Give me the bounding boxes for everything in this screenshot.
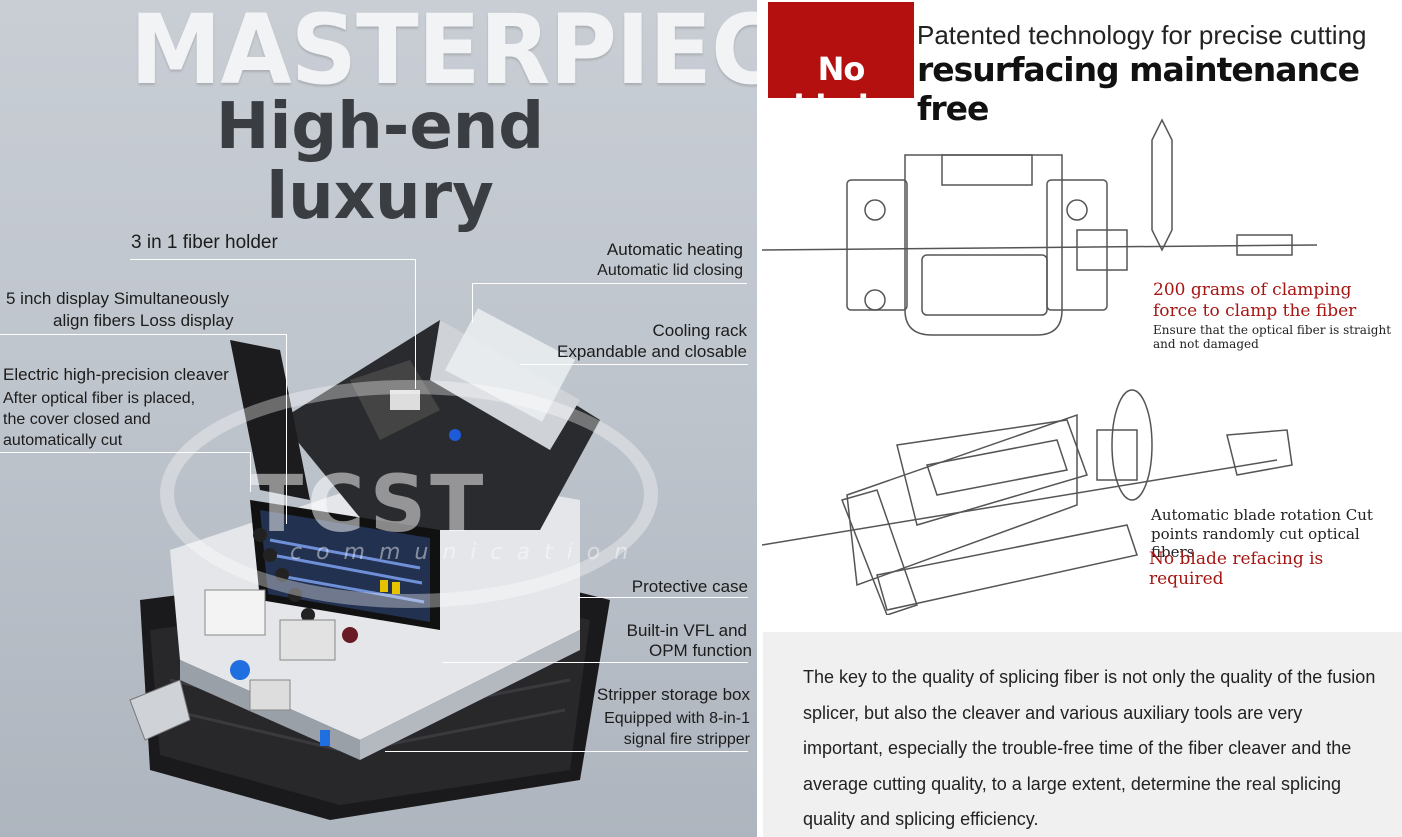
description-paragraph: The key to the quality of splicing fiber… [803, 667, 1376, 829]
callout-line [286, 334, 287, 524]
headline-subtitle: High-end luxury [215, 90, 545, 234]
callout-line [520, 364, 748, 365]
blade-line2: points randomly cut optical fibers [1151, 525, 1360, 561]
blade-diagram [761, 389, 1293, 615]
callout-heating-line2: Automatic lid closing [597, 262, 743, 279]
callout-line [0, 452, 250, 453]
callout-cleaver-line3: automatically cut [3, 432, 123, 449]
callout-display-line2: align fibers Loss display [53, 311, 234, 330]
badge-label: No blade [793, 50, 889, 126]
callout-vfl-line1: Built-in VFL and [626, 621, 747, 640]
callout-cleaver-line1: After optical fiber is placed, [3, 390, 196, 407]
patent-line: Patented technology for precise cutting [917, 20, 1367, 50]
headline-title: MASTERPIECE [130, 0, 757, 106]
callout-fiber-holder: 3 in 1 fiber holder [131, 232, 278, 253]
clamp-note-line1: Ensure that the optical fiber is straigh… [1153, 323, 1392, 337]
callout-stripper-title: Stripper storage box [596, 685, 750, 704]
callout-cooling-line1: Cooling rack [652, 321, 748, 340]
callout-line [250, 452, 251, 492]
callout-line [472, 283, 473, 323]
callout-line [0, 334, 286, 335]
callout-case: Protective case [631, 577, 748, 596]
callout-line [578, 597, 748, 598]
watermark-logo: TCST [250, 460, 488, 550]
red-badge [768, 2, 914, 98]
callout-line [415, 259, 416, 389]
clamp-diagram [761, 118, 1318, 336]
clamp-red-line1: 200 grams of clamping [1153, 280, 1352, 300]
callout-heating-line1: Automatic heating [606, 240, 743, 259]
clamp-red-line2: force to clamp the fiber [1153, 301, 1357, 321]
callout-vfl-line2: OPM function [649, 641, 752, 660]
callout-cleaver-line2: the cover closed and [3, 411, 151, 428]
callout-cooling-line2: Expandable and closable [557, 342, 747, 361]
clamp-note-line2: and not damaged [1153, 337, 1259, 351]
callout-line [385, 751, 748, 752]
callout-line [130, 259, 415, 260]
callout-stripper-line2: signal fire stripper [623, 731, 750, 748]
blade-line1: Automatic blade rotation Cut [1151, 506, 1373, 524]
watermark-sub: communication [290, 540, 643, 565]
product-feature-panel: MASTERPIECE High-end luxury [0, 0, 757, 837]
callout-line [472, 283, 747, 284]
callout-line [442, 662, 748, 663]
callout-display-line1: 5 inch display Simultaneously [6, 289, 230, 308]
callout-stripper-line1: Equipped with 8-in-1 [604, 710, 750, 727]
paragraph-box [763, 632, 1402, 837]
callout-cleaver-title: Electric high-precision cleaver [3, 365, 229, 384]
headline: resurfacing maintenance free [917, 50, 1360, 128]
cleaver-feature-panel: No blade Patented technology for precise… [757, 0, 1402, 837]
blade-red-line: No blade refacing is required [1149, 549, 1324, 589]
